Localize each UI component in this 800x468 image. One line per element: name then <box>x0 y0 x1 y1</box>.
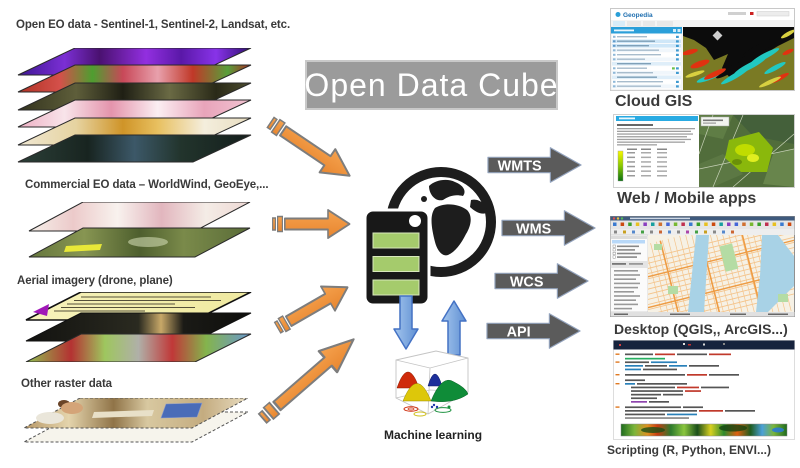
service-label-wcs: WCS <box>510 274 544 290</box>
cloud-gis-screenshot: Geopedia <box>610 8 795 91</box>
source-label-commercial: Commercial EO data – WorldWind, GeoEye,.… <box>25 179 269 191</box>
layer-stack-other-raster-image <box>24 398 249 443</box>
diagram-title: Open Data Cube <box>304 66 559 103</box>
service-arrow-wcs: WCS <box>494 263 589 299</box>
ingest-arrow-open-eo <box>266 116 351 177</box>
web-mobile-screenshot <box>613 114 795 188</box>
machine-learning-plot <box>395 350 469 417</box>
web-app-map <box>699 115 794 187</box>
data-cube-server-globe-icon <box>363 167 496 307</box>
geopedia-brand: Geopedia <box>623 12 653 19</box>
layer-stack-commercial-image <box>28 202 251 258</box>
output-label-desktop: Desktop (QGIS,, ArcGIS...) <box>614 321 788 337</box>
service-label-wms: WMS <box>516 221 552 237</box>
ingest-arrow-commercial <box>272 209 351 239</box>
ml-up-arrow <box>441 300 467 356</box>
color-scale-legend <box>617 150 624 182</box>
output-label-cloud-gis: Cloud GIS <box>615 93 693 110</box>
ingest-arrow-aerial <box>273 285 349 334</box>
cloud-gis-layer-list <box>612 35 681 89</box>
desktop-layers-panel <box>610 234 649 313</box>
web-app-paragraph <box>617 128 695 146</box>
layer-stack-open-eo-image <box>17 48 252 163</box>
service-label-api: API <box>507 324 531 340</box>
desktop-toolbar <box>610 220 795 235</box>
source-label-open-eo: Open EO data - Sentinel-1, Sentinel-2, L… <box>16 19 291 31</box>
code-lines <box>615 353 755 419</box>
source-label-other: Other raster data <box>21 378 112 390</box>
legend-table <box>627 152 667 177</box>
server-light <box>409 215 421 227</box>
service-arrow-api: API <box>486 313 581 349</box>
scripting-screenshot <box>613 340 795 440</box>
desktop-map <box>648 235 794 312</box>
service-label-wmts: WMTS <box>498 158 542 174</box>
ml-down-arrow <box>393 295 419 350</box>
source-label-aerial: Aerial imagery (drone, plane) <box>17 275 173 287</box>
output-label-web-mobile: Web / Mobile apps <box>617 190 757 207</box>
output-label-scripting: Scripting (R, Python, ENVI...) <box>607 443 772 457</box>
desktop-status-bar <box>610 312 795 317</box>
title-box: Open Data Cube <box>304 60 559 110</box>
desktop-gis-screenshot <box>610 216 795 317</box>
ingest-arrow-other-raster <box>257 338 355 425</box>
geopedia-logo-icon <box>615 12 621 17</box>
service-arrow-wms: WMS <box>501 210 596 246</box>
layer-stack-aerial-image <box>25 292 252 362</box>
machine-learning-label: Machine learning <box>384 428 483 442</box>
cloud-gis-map <box>683 27 794 90</box>
service-arrow-wmts: WMTS <box>487 147 582 183</box>
